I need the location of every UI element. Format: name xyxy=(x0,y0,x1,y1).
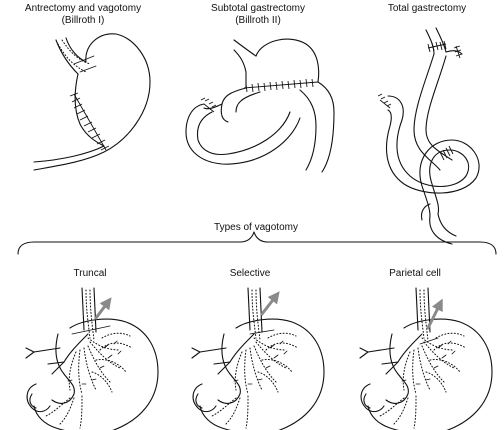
parietal-arrow xyxy=(426,298,443,330)
procedure-subtitle-billroth-1: (Billroth I) xyxy=(61,15,105,26)
billroth-1-illustration xyxy=(33,33,151,171)
billroth-2-illustration xyxy=(185,38,335,173)
vagotomy-brace xyxy=(17,231,497,255)
vagotomy-truncal-illustration xyxy=(25,287,159,430)
truncal-arrow xyxy=(94,297,112,320)
procedure-title-subtotal: Subtotal gastrectomy xyxy=(211,3,305,14)
parietal-cut-line xyxy=(419,337,439,345)
procedure-title-antrectomy: Antrectomy and vagotomy xyxy=(24,3,142,14)
selective-arrow xyxy=(260,291,280,316)
vagotomy-selective-illustration xyxy=(191,287,325,430)
vagotomy-parietal-cell-illustration xyxy=(359,287,493,430)
vagotomy-label-truncal: Truncal xyxy=(73,268,107,279)
total-gastrectomy-illustration xyxy=(377,27,480,245)
vagotomy-heading: Types of vagotomy xyxy=(214,222,298,233)
vagotomy-label-parietal-cell: Parietal cell xyxy=(389,268,441,279)
selective-cut-line xyxy=(249,329,275,335)
truncal-cut-line xyxy=(71,325,111,335)
procedure-title-total: Total gastrectomy xyxy=(387,3,467,14)
procedure-subtitle-billroth-2: (Billroth II) xyxy=(235,15,281,26)
vagotomy-label-selective: Selective xyxy=(229,268,271,279)
